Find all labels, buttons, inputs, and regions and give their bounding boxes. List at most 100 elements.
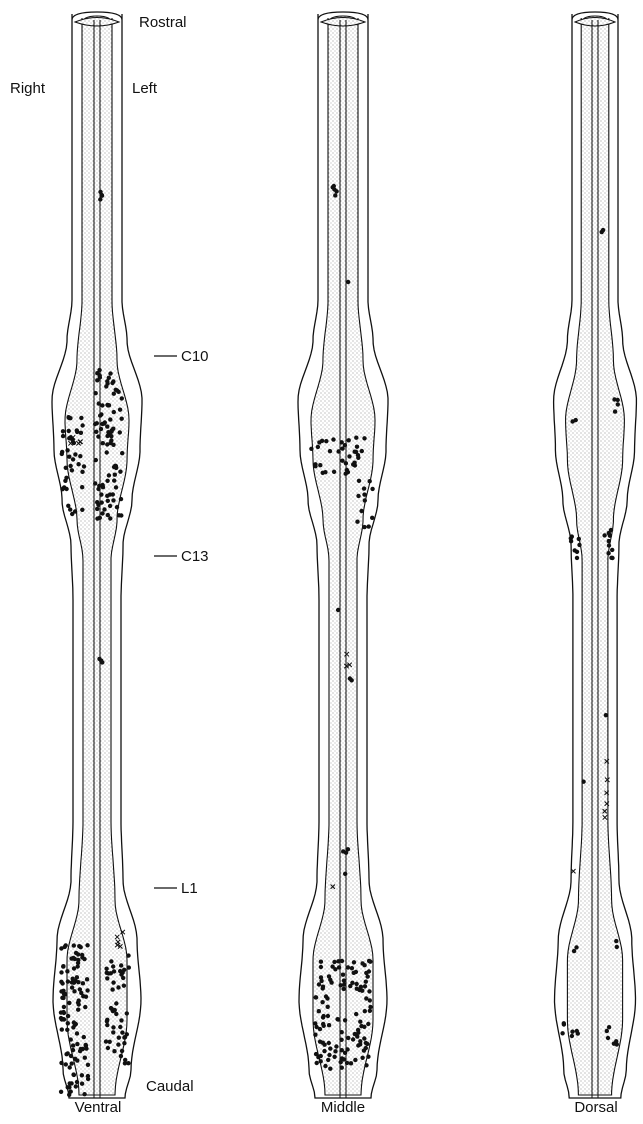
neuron-ventral-dot bbox=[79, 416, 83, 420]
neuron-ventral-dot bbox=[105, 379, 109, 383]
neuron-ventral-dot bbox=[120, 417, 124, 421]
neuron-middle-dot bbox=[346, 280, 350, 284]
neuron-ventral-dot bbox=[126, 953, 130, 957]
neuron-middle-dot bbox=[330, 964, 334, 968]
neuron-middle-dot bbox=[356, 1031, 360, 1035]
panel-label-middle: Middle bbox=[321, 1099, 365, 1116]
neuron-ventral-dot bbox=[70, 980, 74, 984]
neuron-ventral-dot bbox=[86, 1063, 90, 1067]
neuron-ventral-dot bbox=[100, 511, 104, 515]
neuron-dorsal-dot bbox=[581, 780, 585, 784]
neuron-dorsal-dot bbox=[606, 1036, 610, 1040]
neuron-middle-dot bbox=[345, 1047, 349, 1051]
neuron-middle-dot bbox=[367, 989, 371, 993]
neuron-ventral-dot bbox=[106, 499, 110, 503]
neuron-middle-dot bbox=[316, 445, 320, 449]
neuron-middle-dot bbox=[313, 1021, 317, 1025]
neuron-middle-dot bbox=[360, 449, 364, 453]
neuron-middle-dot bbox=[313, 464, 317, 468]
neuron-ventral-dot bbox=[62, 1005, 66, 1009]
neuron-ventral-dot bbox=[120, 451, 124, 455]
neuron-middle-dot bbox=[324, 439, 328, 443]
neuron-middle-dot bbox=[318, 1040, 322, 1044]
neuron-dorsal-dot bbox=[577, 543, 581, 547]
neuron-ventral-dot bbox=[61, 964, 65, 968]
neuron-ventral-dot bbox=[94, 430, 98, 434]
neuron-middle-dot bbox=[322, 1049, 326, 1053]
neuron-ventral-dot bbox=[75, 1058, 79, 1062]
neuron-ventral-dot bbox=[59, 970, 63, 974]
neuron-dorsal-dot bbox=[577, 537, 581, 541]
neuron-ventral-dot bbox=[67, 455, 71, 459]
neuron-middle-dot bbox=[314, 1052, 318, 1056]
neuron-dorsal-dot bbox=[614, 939, 618, 943]
neuron-ventral-dot bbox=[112, 478, 116, 482]
neuron-ventral-dot bbox=[115, 505, 119, 509]
neuron-middle-dot bbox=[366, 974, 370, 978]
neuron-ventral-dot bbox=[80, 423, 84, 427]
neuron-ventral-dot bbox=[76, 952, 80, 956]
neuron-ventral-dot bbox=[108, 417, 112, 421]
segment-marker-l1: L1 bbox=[154, 880, 198, 897]
neuron-ventral-dot bbox=[94, 391, 98, 395]
neuron-middle-dot bbox=[340, 459, 344, 463]
neuron-ventral-dot bbox=[116, 985, 120, 989]
neuron-ventral-dot bbox=[78, 987, 82, 991]
neuron-middle-dot bbox=[346, 470, 350, 474]
neuron-dorsal-dot bbox=[610, 548, 614, 552]
neuron-ventral-dot bbox=[75, 1042, 79, 1046]
neuron-ventral-dot bbox=[85, 943, 89, 947]
neuron-ventral-dot bbox=[76, 980, 80, 984]
neuron-ventral-dot bbox=[67, 1093, 71, 1097]
neuron-ventral-dot bbox=[80, 1073, 84, 1077]
neuron-middle-dot bbox=[333, 1049, 337, 1053]
neuron-middle-dot bbox=[342, 978, 346, 982]
neuron-middle-dot bbox=[349, 1061, 353, 1065]
neuron-middle-dot bbox=[346, 847, 350, 851]
neuron-ventral-dot bbox=[84, 1043, 88, 1047]
neuron-dorsal-dot bbox=[562, 1022, 566, 1026]
neuron-middle-dot bbox=[328, 1046, 332, 1050]
neuron-middle-dot bbox=[355, 445, 359, 449]
neuron-ventral-dot bbox=[108, 504, 112, 508]
neuron-ventral-dot bbox=[104, 967, 108, 971]
neuron-ventral-dot bbox=[99, 492, 103, 496]
neuron-ventral-dot bbox=[95, 507, 99, 511]
neuron-ventral-dot bbox=[80, 1082, 84, 1086]
neuron-ventral-dot bbox=[80, 508, 84, 512]
neuron-dorsal-dot bbox=[616, 402, 620, 406]
panel-label-ventral: Ventral bbox=[75, 1099, 122, 1116]
neuron-ventral-dot bbox=[105, 971, 109, 975]
neuron-ventral-dot bbox=[101, 441, 105, 445]
neuron-ventral-dot bbox=[74, 1084, 78, 1088]
neuron-ventral-dot bbox=[68, 1065, 72, 1069]
neuron-ventral-dot bbox=[97, 368, 101, 372]
neuron-ventral-dot bbox=[82, 1035, 86, 1039]
neuron-middle-dot bbox=[340, 1056, 344, 1060]
neuron-middle-dot bbox=[360, 1056, 364, 1060]
neuron-ventral-dot bbox=[118, 408, 122, 412]
neuron-ventral-dot bbox=[100, 193, 104, 197]
neuron-ventral-dot bbox=[75, 1031, 79, 1035]
neuron-middle-dot bbox=[370, 487, 374, 491]
neuron-middle-dot bbox=[339, 1038, 343, 1042]
neuron-ventral-dot bbox=[105, 479, 109, 483]
neuron-ventral-dot bbox=[112, 392, 116, 396]
neuron-middle-dot bbox=[344, 461, 348, 465]
neuron-middle-dot bbox=[317, 440, 321, 444]
neuron-ventral-dot bbox=[62, 992, 66, 996]
neuron-ventral-dot bbox=[70, 1061, 74, 1065]
neuron-ventral-dot bbox=[65, 1028, 69, 1032]
neuron-ventral-dot bbox=[77, 1002, 81, 1006]
neuron-ventral-dot bbox=[102, 507, 106, 511]
neuron-ventral-dot bbox=[98, 413, 102, 417]
neuron-ventral-dot bbox=[68, 507, 72, 511]
neuron-ventral-dot bbox=[60, 1027, 64, 1031]
neuron-dorsal-dot bbox=[613, 409, 617, 413]
neuron-middle-dot bbox=[324, 994, 328, 998]
neuron-ventral-dot bbox=[83, 1056, 87, 1060]
neuron-ventral-dot bbox=[111, 498, 115, 502]
neuron-middle-dot bbox=[319, 960, 323, 964]
neuron-ventral-dot bbox=[111, 980, 115, 984]
neuron-middle-dot bbox=[357, 479, 361, 483]
